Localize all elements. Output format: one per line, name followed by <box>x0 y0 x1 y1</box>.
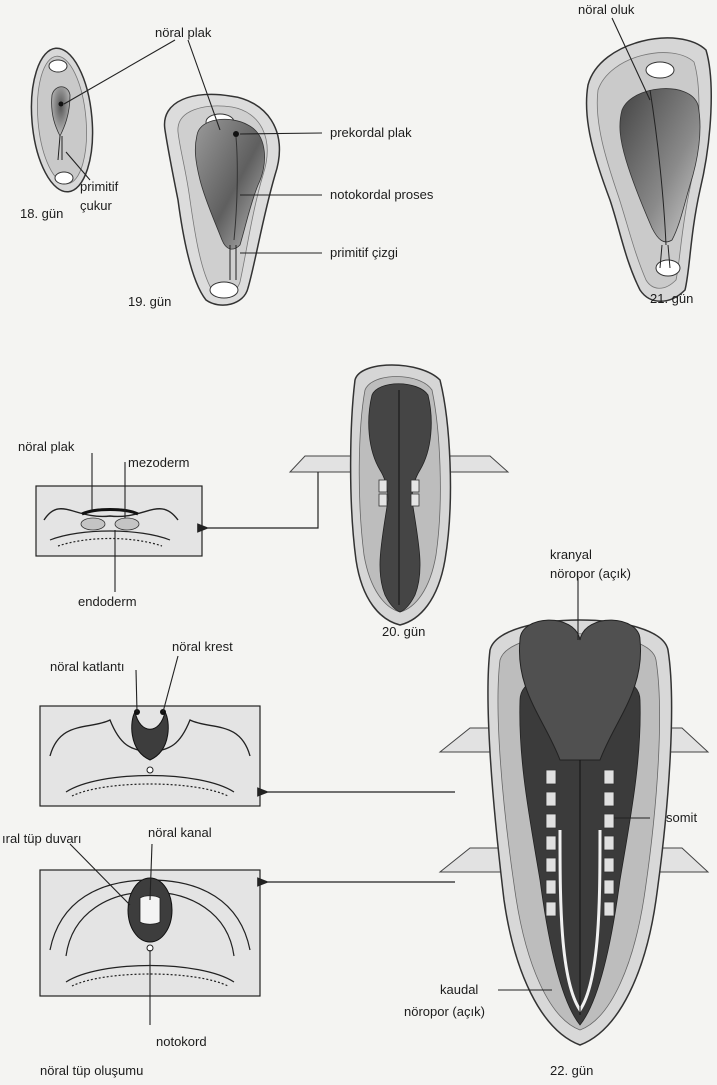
label-mezoderm: mezoderm <box>128 455 189 470</box>
label-notokordal-proses: notokordal proses <box>330 187 434 202</box>
label-day21: 21. gün <box>650 291 693 306</box>
label-cukur: çukur <box>80 198 112 213</box>
day21-embryo <box>587 38 712 301</box>
day19-embryo <box>165 94 280 305</box>
label-day22: 22. gün <box>550 1063 593 1078</box>
label-primitif-cizgi: primitif çizgi <box>330 245 398 260</box>
arrow-to-section-day20 <box>208 472 318 528</box>
label-day18: 18. gün <box>20 206 63 221</box>
label-kaudal: kaudal <box>440 982 478 997</box>
label-notokord: notokord <box>156 1034 207 1049</box>
section-day20 <box>36 486 202 556</box>
label-somit: somit <box>666 810 697 825</box>
label-day20: 20. gün <box>382 624 425 639</box>
label-kranyal: kranyal <box>550 547 592 562</box>
label-noral-plak-mid: nöral plak <box>18 439 75 454</box>
label-noral-tup-olusumu: nöral tüp oluşumu <box>40 1063 143 1078</box>
day18-embryo <box>26 46 98 195</box>
label-noral-tup-duvari: ıral tüp duvarı <box>2 831 82 846</box>
label-noral-plak-top: nöral plak <box>155 25 212 40</box>
label-noral-kanal: nöral kanal <box>148 825 212 840</box>
label-noral-katlanti: nöral katlantı <box>50 659 124 674</box>
section-neural-fold <box>40 706 260 806</box>
label-day19: 19. gün <box>128 294 171 309</box>
label-noral-krest: nöral krest <box>172 639 233 654</box>
label-noropor-acik-bottom: nöropor (açık) <box>404 1004 485 1019</box>
label-noral-oluk: nöral oluk <box>578 2 635 17</box>
label-prekordal-plak: prekordal plak <box>330 125 412 140</box>
label-noropor-acik-top: nöropor (açık) <box>550 566 631 581</box>
label-primitif: primitif <box>80 179 119 194</box>
day20-embryo <box>290 365 508 625</box>
label-endoderm: endoderm <box>78 594 137 609</box>
day22-embryo <box>440 620 708 1045</box>
